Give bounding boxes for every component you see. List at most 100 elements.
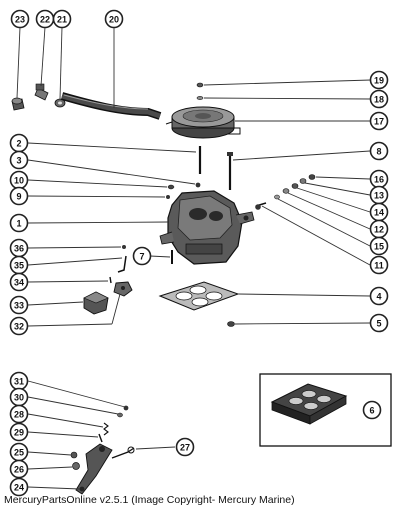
part-17-flame-arrestor	[165, 106, 241, 139]
callout-11: 11	[369, 255, 389, 275]
svg-text:30: 30	[14, 393, 24, 403]
part-35-rod	[117, 255, 127, 273]
svg-text:25: 25	[14, 448, 24, 458]
svg-text:8: 8	[376, 147, 381, 157]
callout-3: 3	[9, 150, 29, 170]
svg-text:21: 21	[57, 15, 67, 25]
part-31-nut	[123, 405, 129, 411]
part-18-washer	[196, 96, 204, 100]
callout-4: 4	[369, 286, 389, 306]
svg-text:35: 35	[14, 261, 24, 271]
svg-text:31: 31	[14, 377, 24, 387]
part-4-gasket	[158, 281, 240, 311]
part-19-nut	[196, 82, 204, 88]
callout-32: 32	[9, 316, 29, 336]
callout-9: 9	[9, 186, 29, 206]
callout-2: 2	[9, 133, 29, 153]
part-34-pin	[109, 276, 112, 284]
callout-35: 35	[9, 255, 29, 275]
callout-23: 23	[10, 9, 30, 29]
callout-20: 20	[104, 9, 124, 29]
part-32-bracket	[113, 281, 133, 297]
svg-text:6: 6	[369, 406, 374, 416]
svg-text:3: 3	[16, 156, 21, 166]
svg-text:27: 27	[180, 443, 190, 453]
svg-text:11: 11	[374, 261, 384, 271]
svg-text:2: 2	[16, 139, 21, 149]
part-25-bushing	[70, 451, 78, 459]
svg-text:32: 32	[14, 322, 24, 332]
svg-text:15: 15	[374, 242, 384, 252]
part-14-spring	[291, 183, 299, 189]
svg-text:17: 17	[374, 117, 384, 127]
callout-24: 24	[9, 477, 29, 497]
callout-31: 31	[9, 371, 29, 391]
part-8-stud	[227, 152, 233, 190]
part-16-nut	[308, 174, 316, 180]
svg-text:10: 10	[14, 176, 24, 186]
callout-17: 17	[369, 111, 389, 131]
svg-text:29: 29	[14, 428, 24, 438]
svg-text:23: 23	[15, 15, 25, 25]
svg-text:9: 9	[16, 192, 21, 202]
part-27-rod	[111, 446, 135, 459]
part-11-screw	[255, 202, 267, 210]
callout-16: 16	[369, 169, 389, 189]
part-10-nut	[167, 184, 175, 190]
part-36-clip	[122, 245, 126, 249]
svg-text:34: 34	[14, 278, 24, 288]
callout-15: 15	[369, 236, 389, 256]
callout-19: 19	[369, 70, 389, 90]
image-caption: MercuryPartsOnline v2.5.1 (Image Copyrig…	[4, 494, 295, 506]
callout-33: 33	[9, 295, 29, 315]
svg-text:12: 12	[374, 225, 384, 235]
callout-6: 6	[362, 400, 382, 420]
svg-text:7: 7	[139, 252, 144, 262]
part-26-nut	[72, 462, 80, 470]
callout-14: 14	[369, 202, 389, 222]
callout-8: 8	[369, 141, 389, 161]
svg-text:28: 28	[14, 410, 24, 420]
svg-text:20: 20	[109, 15, 119, 25]
leader-lines	[16, 26, 372, 490]
svg-text:26: 26	[14, 465, 24, 475]
callout-25: 25	[9, 442, 29, 462]
svg-text:24: 24	[14, 483, 24, 493]
svg-text:5: 5	[376, 319, 381, 329]
part-29-pin	[98, 433, 103, 443]
part-28-spring	[103, 422, 109, 436]
callout-1: 1	[9, 213, 29, 233]
callout-12: 12	[369, 219, 389, 239]
part-12-washer	[282, 188, 290, 194]
callout-13: 13	[369, 185, 389, 205]
part-3-screw	[195, 182, 201, 188]
part-13-washer	[299, 178, 307, 184]
part-5-nut	[227, 321, 235, 327]
svg-text:19: 19	[374, 76, 384, 86]
part-23-fitting	[11, 97, 25, 111]
svg-text:18: 18	[374, 95, 384, 105]
svg-text:36: 36	[14, 244, 24, 254]
part-30-washer	[117, 412, 123, 418]
svg-text:33: 33	[14, 301, 24, 311]
callout-5: 5	[369, 313, 389, 333]
part-9-screw	[166, 195, 170, 199]
callout-7: 7	[132, 246, 152, 266]
svg-text:16: 16	[374, 175, 384, 185]
callout-28: 28	[9, 404, 29, 424]
callout-22: 22	[35, 9, 55, 29]
part-1-carburetor	[159, 190, 255, 265]
svg-text:13: 13	[374, 191, 384, 201]
part-24-lever	[75, 443, 113, 495]
svg-text:14: 14	[374, 208, 384, 218]
callout-26: 26	[9, 459, 29, 479]
callout-27: 27	[175, 437, 195, 457]
part-6-spacer	[259, 373, 392, 447]
part-20-hose	[60, 92, 162, 120]
part-15-gasket	[274, 194, 280, 200]
svg-text:1: 1	[16, 219, 21, 229]
part-22-fitting	[34, 83, 49, 101]
callout-10: 10	[9, 170, 29, 190]
callout-29: 29	[9, 422, 29, 442]
